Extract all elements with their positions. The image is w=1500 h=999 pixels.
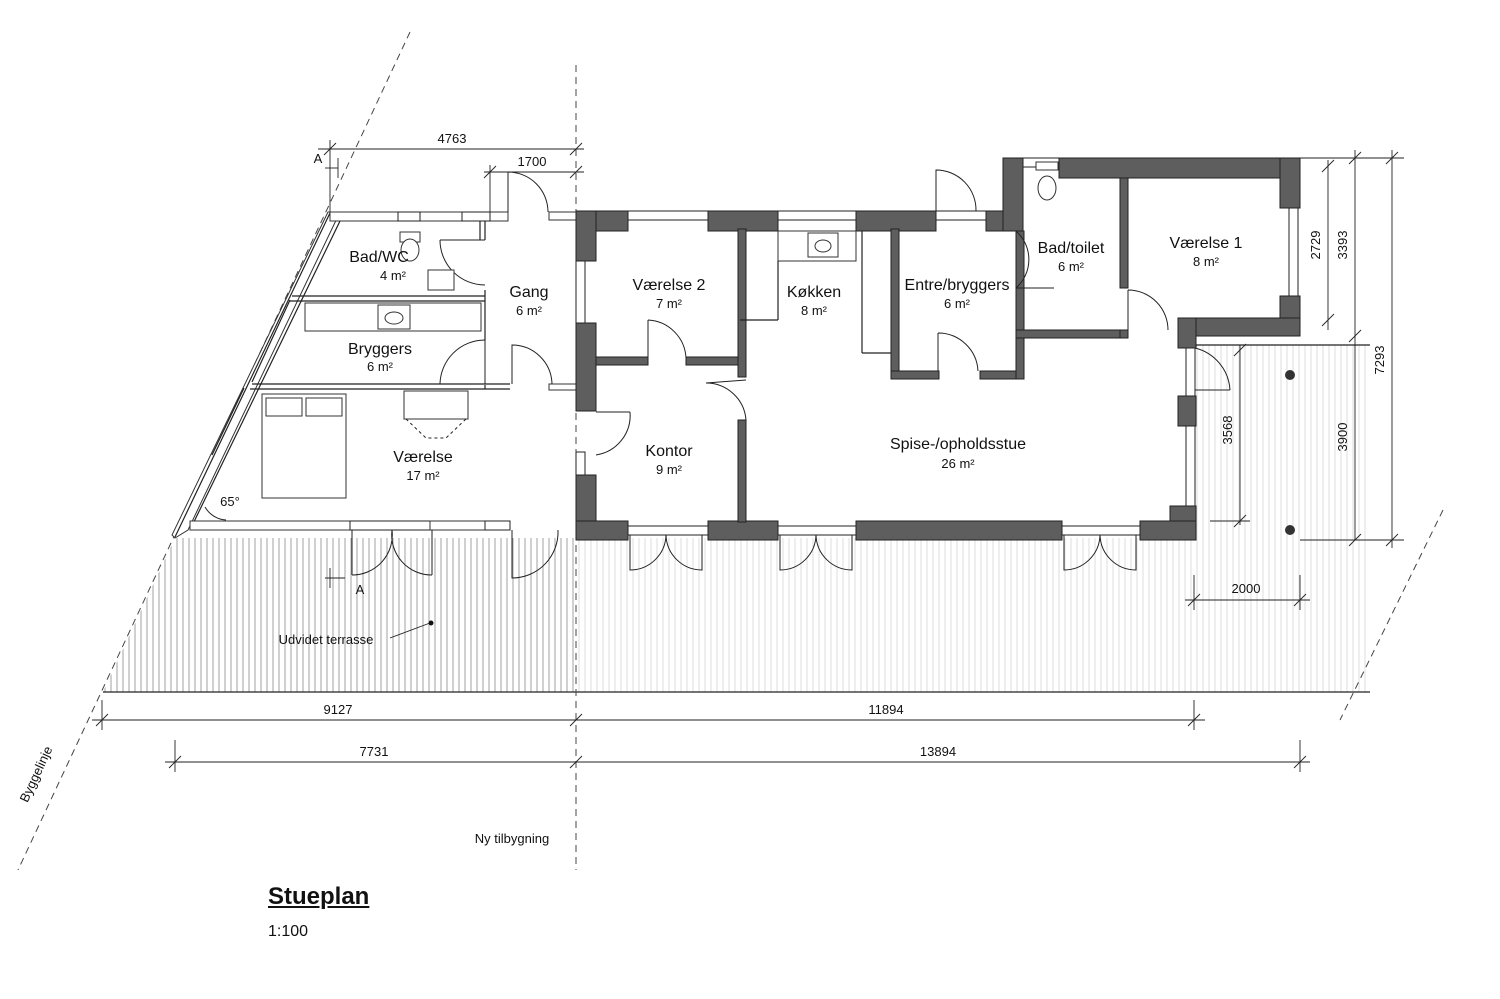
angle-label: 65° [220,494,240,509]
room-name-bad-toilet: Bad/toilet [1038,240,1105,257]
dim-3900: 3900 [1335,423,1350,452]
drawing-title: Stueplan [268,883,370,910]
room-area-vaerelse-2: 7 m² [656,296,683,311]
room-area-vaerelse: 17 m² [406,468,440,483]
room-name-bad-wc: Bad/WC [349,249,409,266]
shower-icon [427,269,455,291]
desk-icon [403,390,469,420]
building-line-label: Byggelinje [16,744,55,805]
room-area-bad-wc: 4 m² [380,268,407,283]
dimension-lines [92,140,1404,772]
dim-3568: 3568 [1220,416,1235,445]
terrace-post-bottom [1285,525,1295,535]
angle-arc [204,506,227,521]
dim-2000: 2000 [1232,581,1261,596]
room-name-gang: Gang [509,284,548,301]
room-name-vaerelse-1: Værelse 1 [1170,235,1243,252]
terrace-hatch-left [103,538,576,692]
room-name-koekken: Køkken [787,284,841,301]
room-name-spise: Spise-/opholdsstue [890,436,1026,453]
new-extension-label: Ny tilbygning [475,831,549,846]
room-area-bad-toilet: 6 m² [1058,259,1085,274]
section-marker-a-top: A [314,151,323,166]
room-name-bryggers-left: Bryggers [348,341,412,358]
room-name-vaerelse-2: Værelse 2 [633,277,706,294]
section-marker-a-bottom: A [356,582,365,597]
terrace-hatch-right [576,345,1370,692]
drawing-scale: 1:100 [268,923,309,940]
dim-11894: 11894 [868,702,903,717]
dim-1700: 1700 [518,154,547,169]
room-area-entre: 6 m² [944,296,971,311]
dim-7293: 7293 [1372,346,1387,375]
room-area-gang: 6 m² [516,303,543,318]
dim-4763: 4763 [438,131,467,146]
room-name-kontor: Kontor [645,443,693,460]
dim-2729: 2729 [1308,231,1323,260]
new-building-walls [575,157,1301,571]
left-building-walls [171,171,577,579]
dim-13894: 13894 [920,744,956,759]
terrace-label: Udvidet terrasse [279,632,374,647]
left-furniture [204,231,482,521]
toilet-right-icon [1035,161,1059,171]
room-area-spise: 26 m² [941,456,975,471]
room-name-vaerelse: Værelse [393,449,453,466]
dim-9127: 9127 [324,702,353,717]
room-name-entre: Entre/bryggers [905,277,1010,294]
dim-3393: 3393 [1335,231,1350,260]
terrace-post-top [1285,370,1295,380]
room-area-koekken: 8 m² [801,303,828,318]
room-area-vaerelse-1: 8 m² [1193,254,1220,269]
dimension-labels: 4763 1700 9127 11894 7731 13894 2000 272… [324,131,1387,759]
room-area-bryggers-left: 6 m² [367,359,394,374]
room-labels: Bad/WC 4 m² Bryggers 6 m² Gang 6 m² Være… [348,235,1243,483]
dim-7731: 7731 [360,744,389,759]
room-area-kontor: 9 m² [656,462,683,477]
